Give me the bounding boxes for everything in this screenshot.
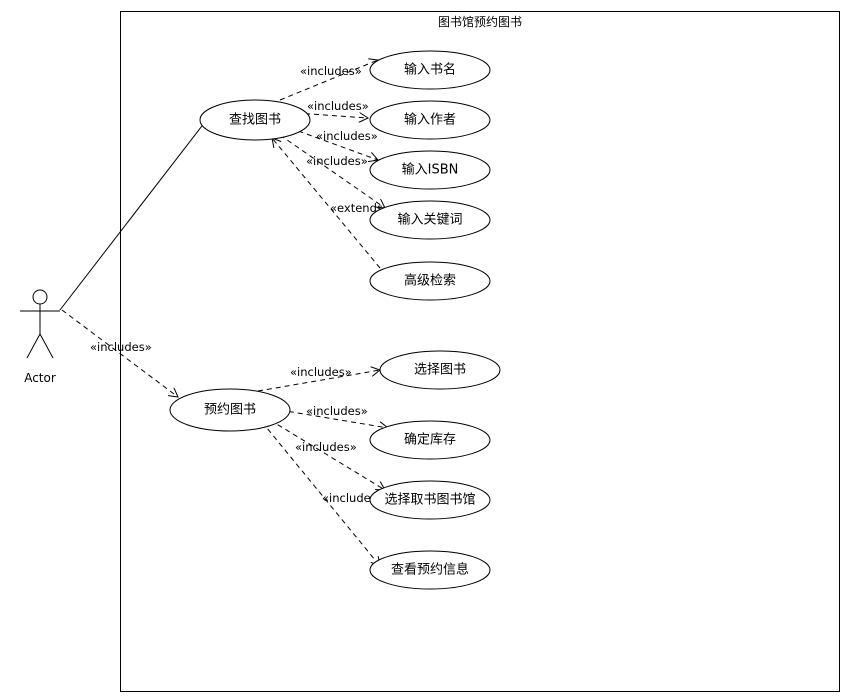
use-case-input-title[interactable]: 输入书名 (369, 50, 491, 90)
relation-find-isbn-b (279, 134, 385, 208)
use-case-select-library[interactable]: 选择取书图书馆 (369, 480, 491, 520)
system-boundary (120, 11, 840, 692)
use-case-input-author[interactable]: 输入作者 (369, 100, 491, 140)
actor[interactable]: Actor (20, 289, 60, 385)
svg-text:输入作者: 输入作者 (404, 112, 456, 128)
svg-text:确定库存: 确定库存 (404, 432, 456, 448)
relation-find-isbn-a (289, 127, 378, 160)
use-case-input-keyword[interactable]: 输入关键词 (369, 200, 491, 240)
relation-actor-reserve (61, 309, 178, 397)
use-case-find-book[interactable]: 查找图书 (199, 99, 311, 141)
relation-reserve-library (269, 419, 385, 490)
use-case-advanced-search[interactable]: 高级检索 (369, 261, 491, 301)
relation-label-reserve-select: «includes» (290, 365, 352, 379)
use-case-confirm-stock[interactable]: 确定库存 (369, 420, 491, 460)
svg-text:预约图书: 预约图书 (204, 403, 256, 418)
relation-label-find-isbn-a: «includes» (316, 129, 378, 143)
use-case-select-book[interactable]: 选择图书 (379, 350, 501, 390)
use-case-input-isbn[interactable]: 输入ISBN (369, 150, 491, 190)
association-actor-find (59, 121, 206, 311)
svg-text:高级检索: 高级检索 (404, 273, 456, 289)
actor-label: Actor (24, 371, 56, 385)
actor-head (32, 289, 48, 305)
svg-text:查找图书: 查找图书 (229, 113, 281, 128)
use-case-view-reservation[interactable]: 查看预约信息 (369, 550, 491, 590)
svg-text:选择取书图书馆: 选择取书图书馆 (384, 493, 475, 508)
relation-label-find-title: «includes» (300, 64, 362, 78)
relation-label-actor-reserve: «includes» (90, 340, 152, 354)
relation-label-reserve-library: «includes» (295, 440, 357, 454)
relation-label-reserve-view: «includes» (322, 491, 384, 505)
svg-text:查看预约信息: 查看预约信息 (391, 562, 469, 578)
relation-reserve-select (257, 370, 380, 392)
actor-left-leg (26, 333, 41, 359)
relation-label-find-author: «includes» (307, 99, 369, 113)
svg-text:输入书名: 输入书名 (404, 62, 456, 78)
use-case-reserve-book[interactable]: 预约图书 (169, 388, 291, 432)
relation-label-advanced-extends: «extends» (330, 201, 390, 215)
svg-text:选择图书: 选择图书 (414, 363, 466, 378)
relation-reserve-view (261, 421, 380, 566)
actor-right-leg (39, 333, 54, 359)
system-title: 图书馆预约图书 (438, 14, 522, 29)
svg-text:输入关键词: 输入关键词 (397, 212, 462, 228)
relation-reserve-stock (279, 409, 388, 428)
relation-label-reserve-stock: «includes» (306, 404, 368, 418)
relation-advanced-extends (272, 138, 381, 269)
relation-label-find-isbn-b: «includes» (306, 154, 368, 168)
svg-text:输入ISBN: 输入ISBN (402, 162, 459, 178)
